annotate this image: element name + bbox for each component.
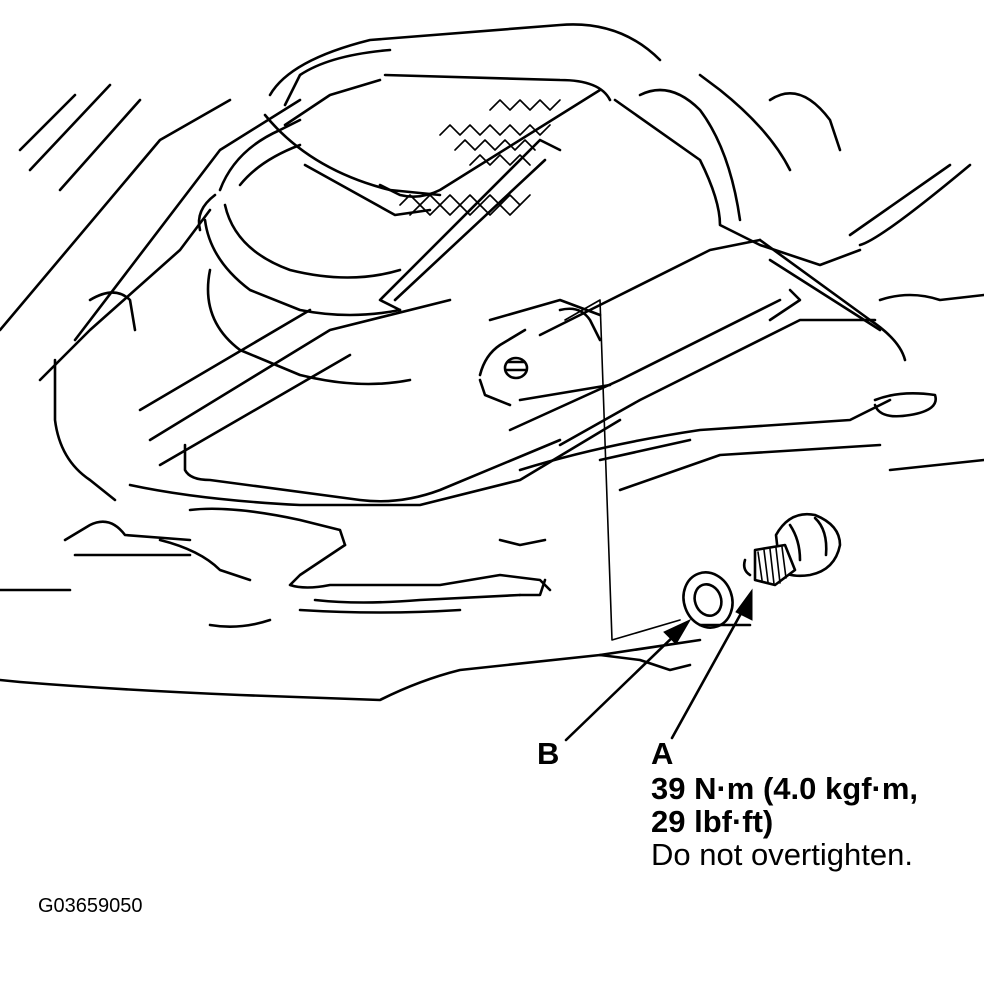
pipe-assembly: [197, 23, 662, 386]
torque-spec-line2: 29 lbf·ft): [651, 804, 774, 839]
oil-pan: [0, 507, 752, 702]
right-frame-lines: [613, 73, 984, 472]
left-frame-lines: [0, 83, 302, 502]
label-a: A: [651, 736, 674, 771]
arrow-b: [564, 618, 692, 742]
mount-bolt: [503, 356, 529, 380]
callout-guideline: [564, 299, 681, 641]
arrow-a: [670, 588, 753, 740]
label-b: B: [537, 736, 560, 771]
crossmember: [128, 238, 892, 507]
figure-code: G03659050: [38, 895, 143, 917]
drain-plug-bolt: [742, 512, 842, 587]
torque-spec-line1: 39 N·m (4.0 kgf·m,: [651, 771, 919, 806]
caution-note: Do not overtighten.: [651, 837, 913, 872]
sealing-washer: [682, 571, 734, 629]
